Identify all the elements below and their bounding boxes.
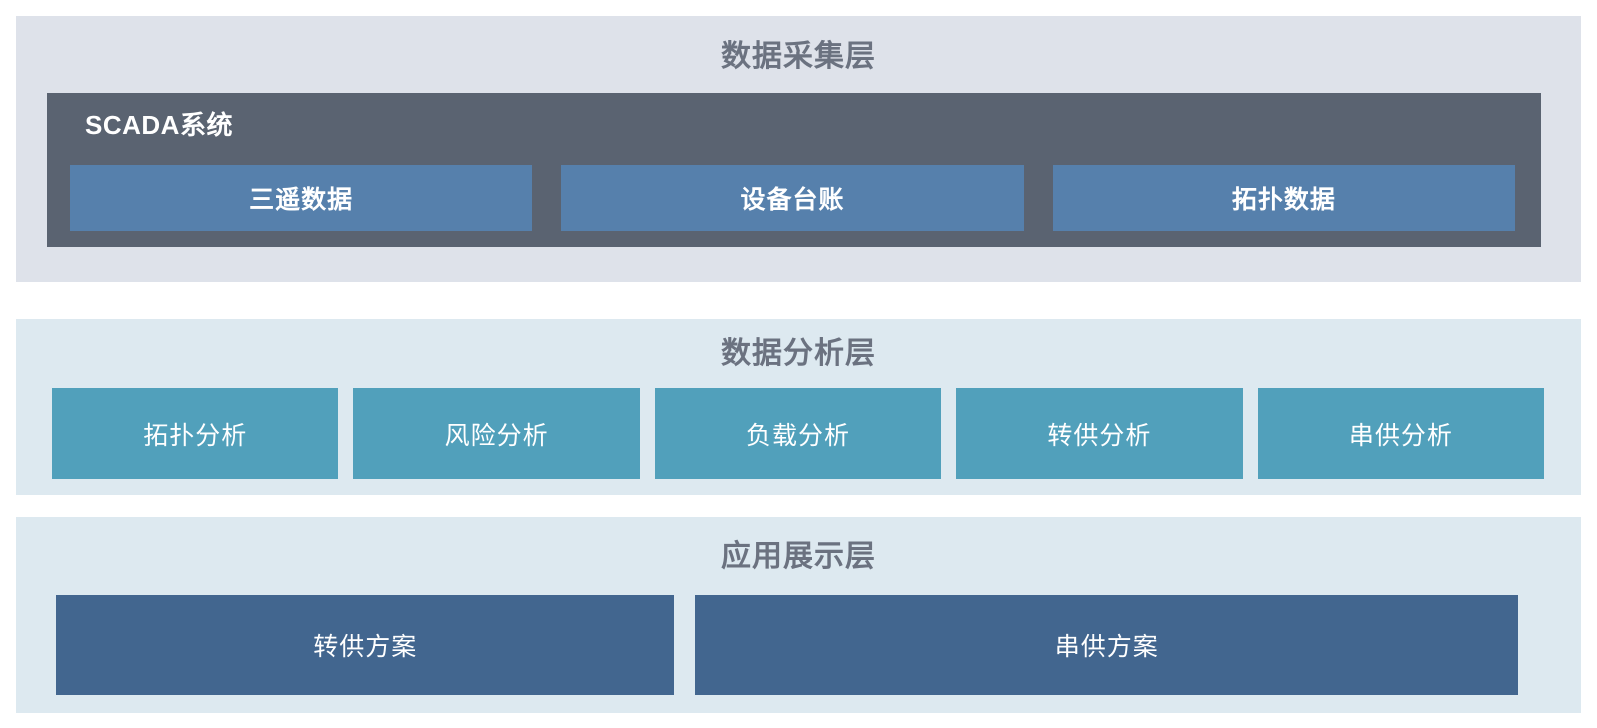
layer-data-acquisition: 数据采集层 SCADA系统 三遥数据 设备台账 拓扑数据 — [16, 16, 1581, 282]
application-box-transfer-supply-plan[interactable]: 转供方案 — [56, 595, 675, 695]
scada-system-panel: SCADA系统 三遥数据 设备台账 拓扑数据 — [47, 93, 1541, 247]
analysis-box-row: 拓扑分析 风险分析 负载分析 转供分析 串供分析 — [52, 388, 1545, 479]
scada-system-label: SCADA系统 — [85, 110, 233, 140]
application-box-series-supply-plan[interactable]: 串供方案 — [695, 595, 1518, 695]
layer-title-data-analysis: 数据分析层 — [721, 337, 876, 370]
application-box-row: 转供方案 串供方案 — [56, 595, 1518, 695]
scada-box-topology-data[interactable]: 拓扑数据 — [1052, 165, 1515, 231]
scada-box-row: 三遥数据 设备台账 拓扑数据 — [70, 165, 1515, 231]
scada-box-three-remote-data[interactable]: 三遥数据 — [70, 165, 533, 231]
analysis-box-topology[interactable]: 拓扑分析 — [52, 388, 339, 479]
analysis-box-risk[interactable]: 风险分析 — [353, 388, 640, 479]
analysis-box-series-supply[interactable]: 串供分析 — [1257, 388, 1545, 479]
layer-data-analysis: 数据分析层 拓扑分析 风险分析 负载分析 转供分析 串供分析 — [16, 319, 1581, 495]
analysis-box-load[interactable]: 负载分析 — [654, 388, 942, 479]
layer-title-data-acquisition: 数据采集层 — [721, 40, 876, 73]
scada-box-equipment-ledger[interactable]: 设备台账 — [561, 165, 1024, 231]
layer-application-presentation: 应用展示层 转供方案 串供方案 — [16, 517, 1581, 713]
analysis-box-transfer-supply[interactable]: 转供分析 — [956, 388, 1243, 479]
layer-title-application-presentation: 应用展示层 — [721, 540, 876, 573]
